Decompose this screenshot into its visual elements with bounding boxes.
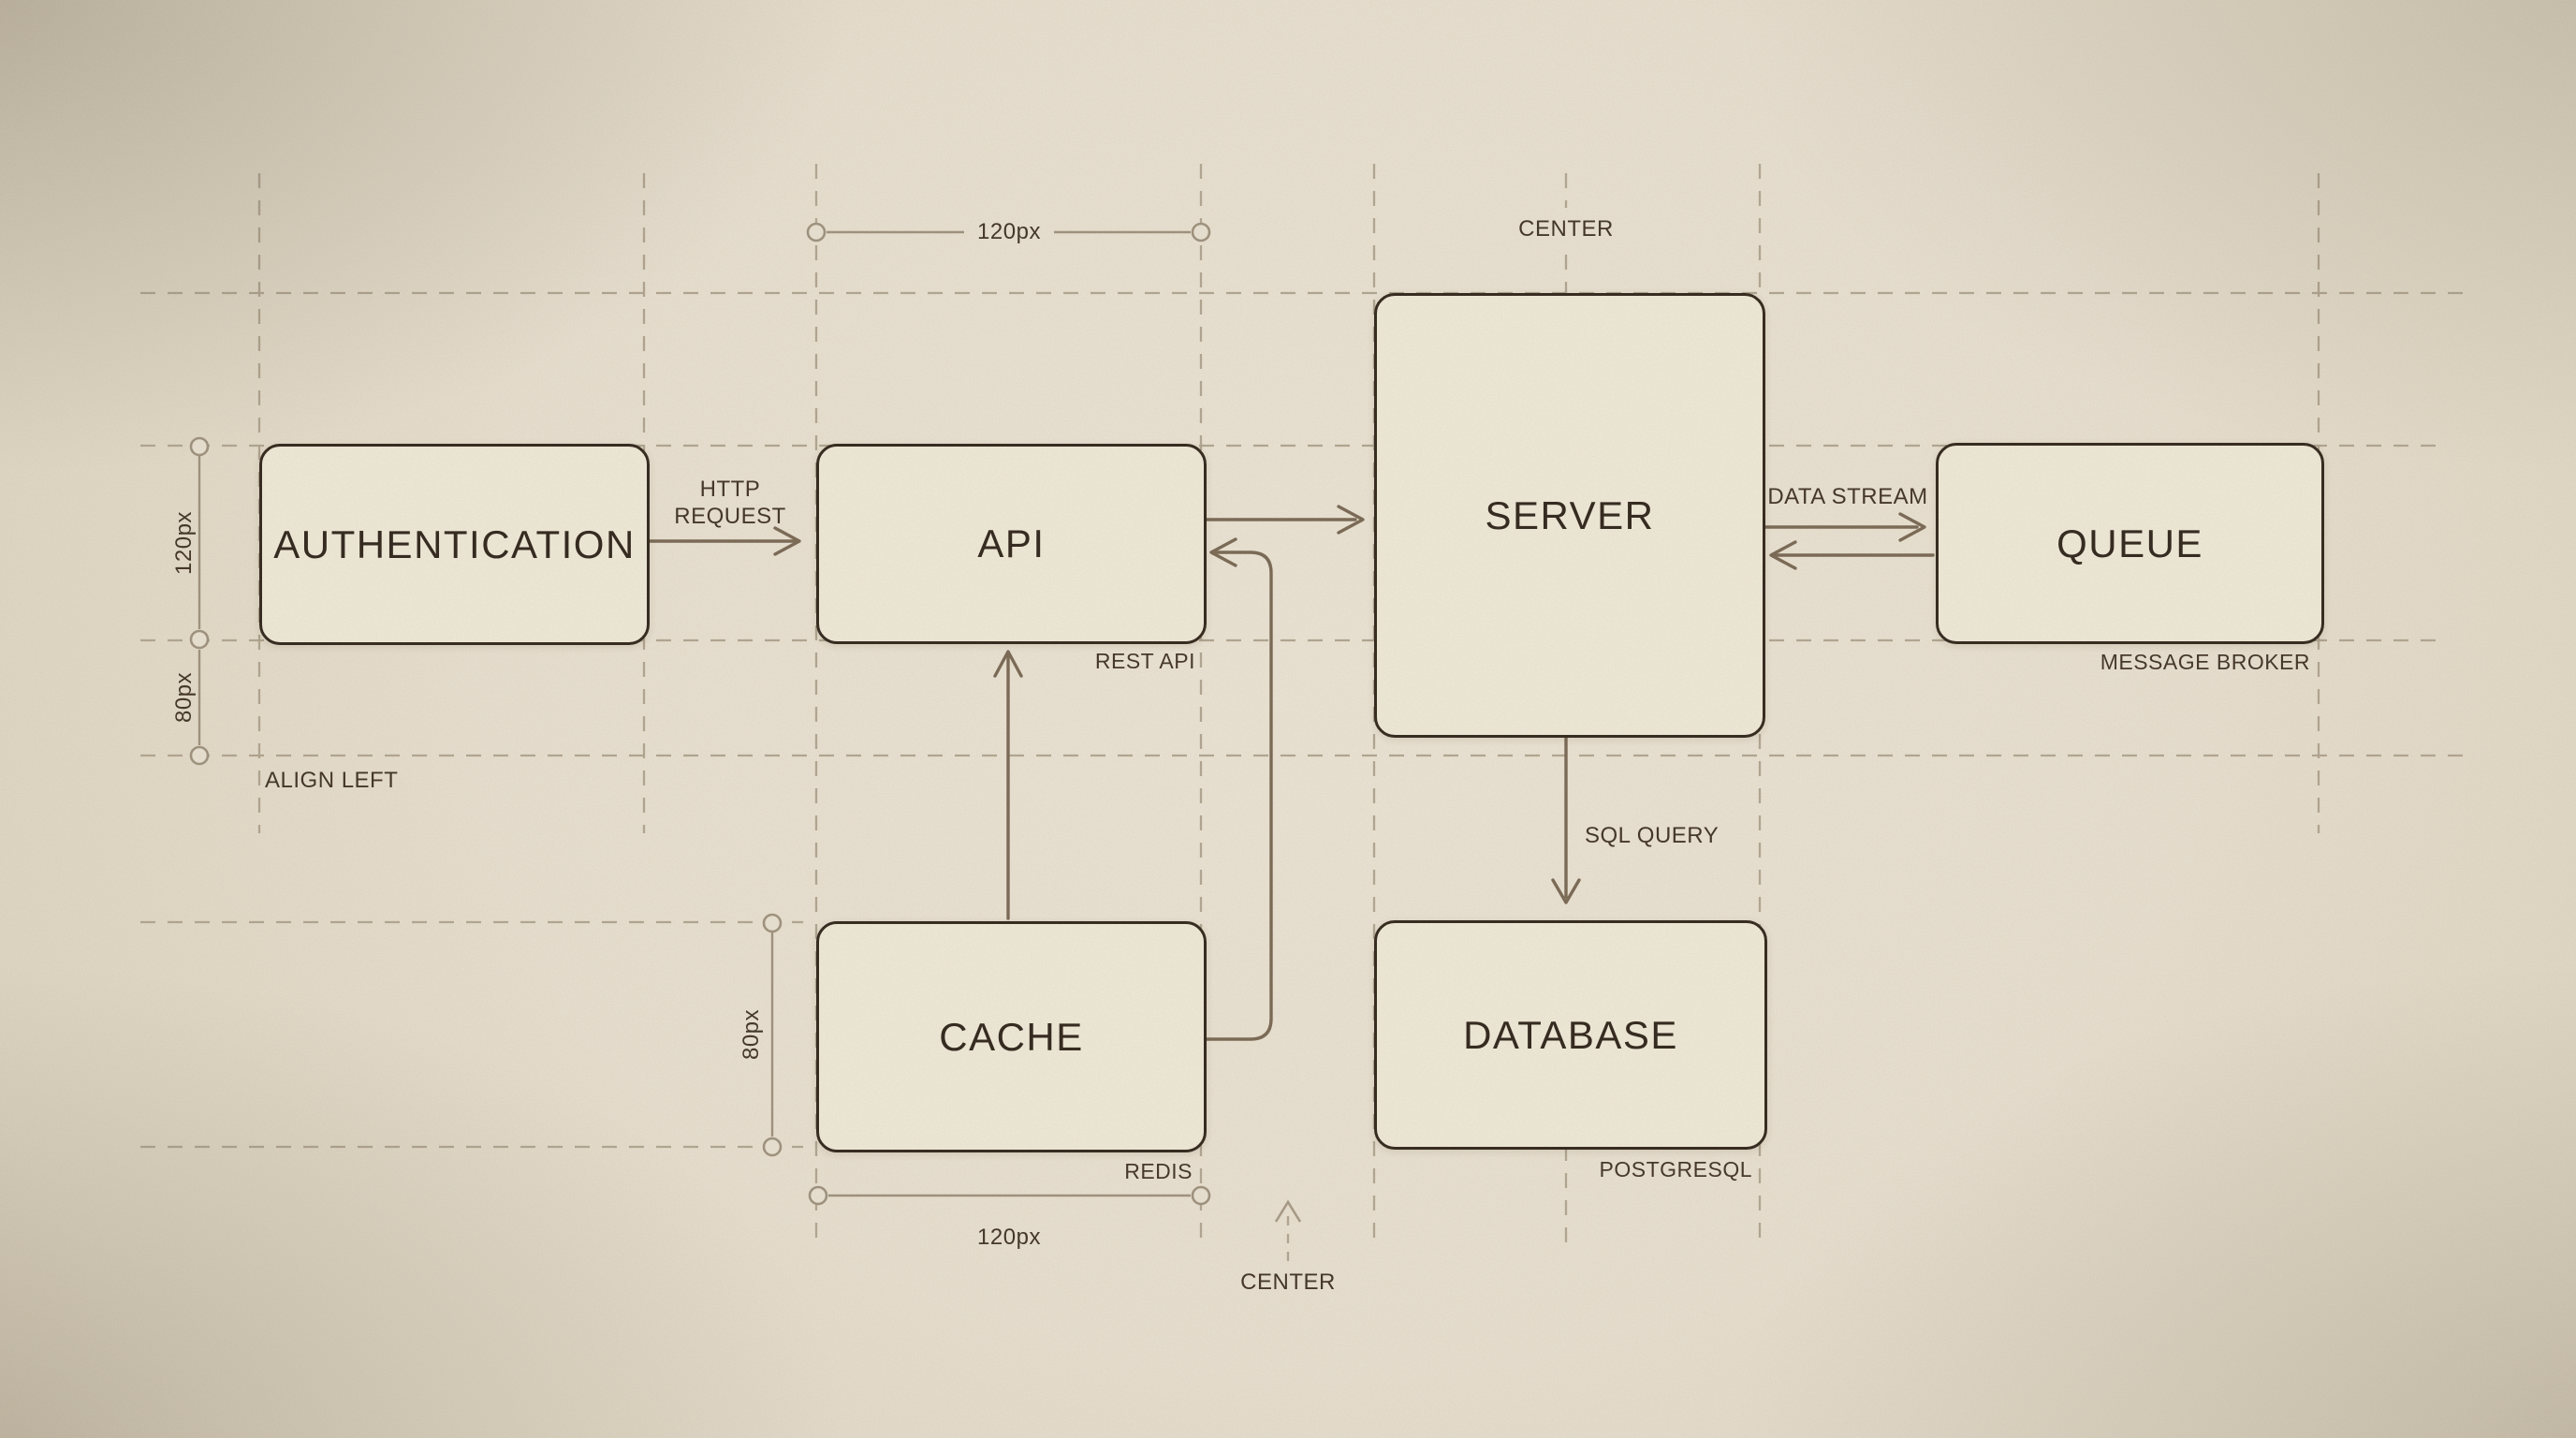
node-server-label: SERVER [1485,492,1655,537]
annotation-top-center: CENTER [1518,216,1614,242]
edge-label-http-request: HTTP REQUEST [637,476,824,530]
annotation-left-gap: 80px [171,671,197,724]
edge-label-data-stream: DATA STREAM [1767,484,1928,509]
guide-lines [140,164,2471,1261]
node-queue: QUEUE [1936,443,2324,644]
sublabel-rest-api: REST API [1094,649,1195,673]
node-server: SERVER [1374,293,1765,738]
sublabel-redis: REDIS [1124,1159,1193,1183]
node-api-label: API [977,521,1046,565]
edge-label-sql-query: SQL QUERY [1585,823,1720,848]
node-cache-label: CACHE [939,1014,1084,1059]
http-request-line2: REQUEST [674,504,786,529]
node-database-label: DATABASE [1463,1012,1678,1057]
annotation-bottom-center: CENTER [1240,1269,1336,1295]
annotation-cache-width: 120px [977,1225,1041,1250]
annotation-top-width: 120px [977,219,1041,244]
annotation-align-left: ALIGN LEFT [265,768,399,793]
http-request-line1: HTTP [699,477,761,502]
edge-cache-api-routed [1202,550,1273,1041]
node-database: DATABASE [1374,920,1767,1150]
node-cache: CACHE [816,921,1207,1152]
annotation-left-height: 120px [171,511,197,575]
node-queue-label: QUEUE [2056,521,2203,565]
node-authentication: AUTHENTICATION [259,444,650,645]
node-authentication-label: AUTHENTICATION [273,521,636,566]
sublabel-message-broker: MESSAGE BROKER [2100,650,2310,674]
node-api: API [816,444,1207,644]
sublabel-postgresql: POSTGRESQL [1599,1157,1752,1181]
annotation-cache-height: 80px [739,1008,764,1061]
